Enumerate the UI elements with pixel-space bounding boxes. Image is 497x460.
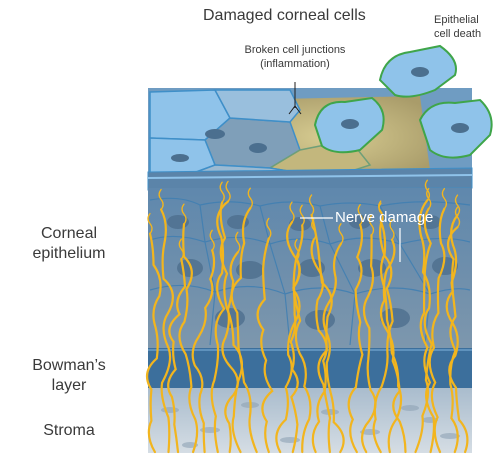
nucleus <box>171 154 189 162</box>
epithelium-top-surface <box>148 88 472 190</box>
stroma-label: Stroma <box>8 421 130 441</box>
nerve-damage-label: Nerve damage <box>335 209 433 226</box>
junctions-label: Broken cell junctions (inflammation) <box>215 44 375 72</box>
epithelium-line2: epithelium <box>8 244 130 264</box>
nucleus <box>249 143 267 153</box>
epithelial-death-line1: Epithelial <box>434 14 497 28</box>
epithelium-label: Corneal epithelium <box>8 224 130 264</box>
bowmans-label: Bowman’s layer <box>8 356 130 396</box>
bowman-line1: Bowman’s <box>8 356 130 376</box>
epithelial-death-label: Epithelial cell death <box>434 14 497 42</box>
epithelium-line1: Corneal <box>8 224 130 244</box>
epithelial-death-line2: cell death <box>434 28 497 42</box>
bowman-line2: layer <box>8 376 130 396</box>
nucleus <box>205 129 225 139</box>
junctions-line1: Broken cell junctions <box>215 44 375 58</box>
junctions-line2: (inflammation) <box>215 58 375 72</box>
